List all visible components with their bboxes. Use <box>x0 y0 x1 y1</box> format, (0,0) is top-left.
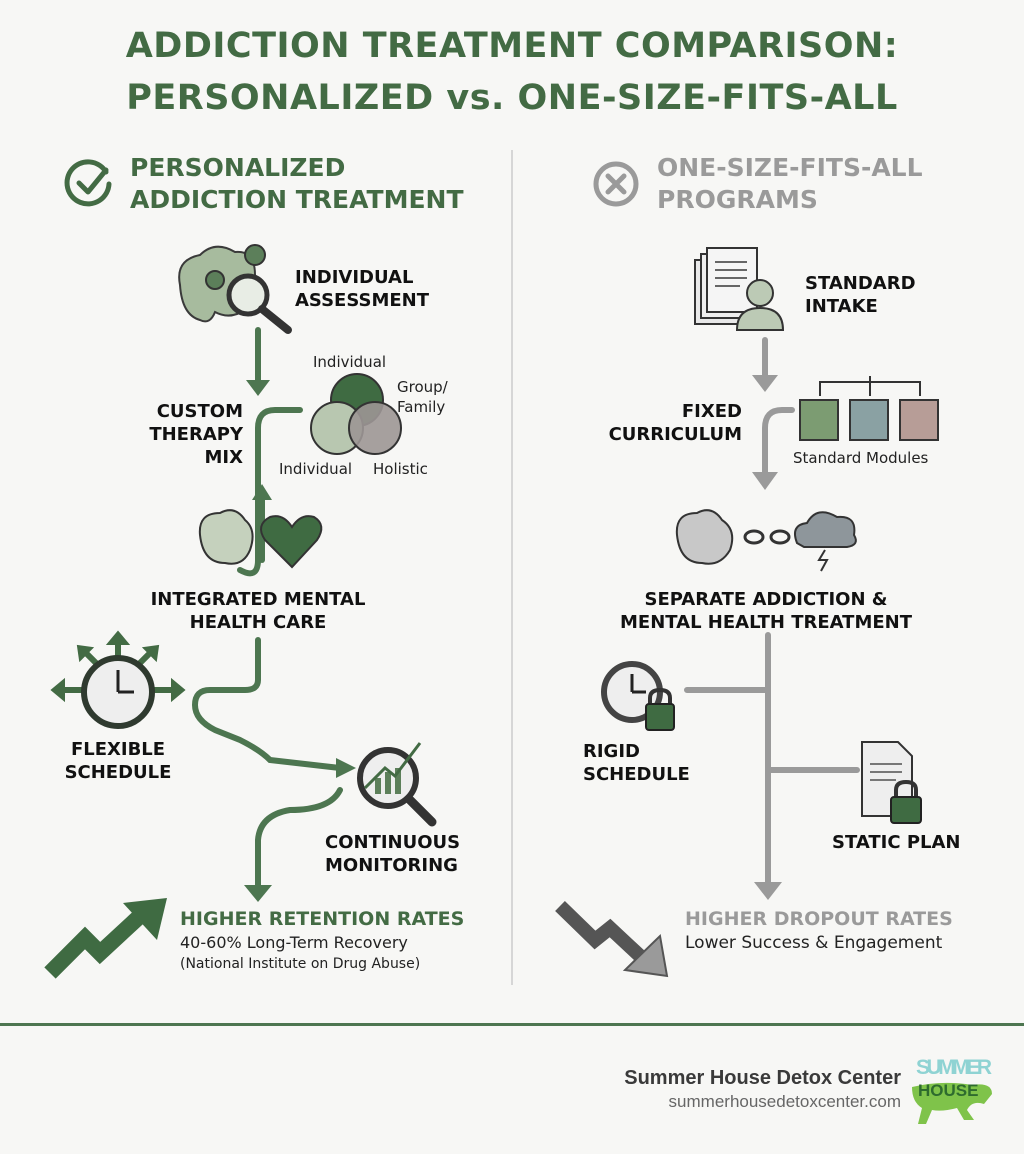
chart-magnifier-icon <box>357 742 437 827</box>
title-line-1: ADDICTION TREATMENT COMPARISON: <box>125 26 899 66</box>
outcome-detail: Lower Success & Engagement <box>685 933 943 953</box>
outcome-title: HIGHER RETENTION RATES <box>180 908 465 930</box>
venn-label-group-family: Group/ Family <box>397 378 448 416</box>
right-outcome: HIGHER DROPOUT RATES Lower Success & Eng… <box>685 907 953 955</box>
brain-gears-magnifier-icon <box>178 244 292 334</box>
step-fixed-curriculum: FIXED CURRICULUM <box>608 401 742 445</box>
step-individual-assessment: INDIVIDUAL ASSESSMENT <box>295 267 430 311</box>
trend-up-arrow-icon <box>44 898 167 979</box>
x-circle-icon <box>593 161 639 207</box>
venn-label-individual-top: Individual <box>313 353 387 371</box>
right-flow-path <box>684 337 860 900</box>
step-rigid-schedule: RIGID SCHEDULE <box>583 741 690 785</box>
outcome-detail: 40-60% Long-Term Recovery <box>180 933 408 952</box>
brain-heart-icon <box>198 509 323 569</box>
summer-house-logo: SUMMER HOUSE <box>912 1056 992 1124</box>
document-lock-icon <box>861 741 922 824</box>
title-line-2: PERSONALIZED vs. ONE-SIZE-FITS-ALL <box>126 78 898 118</box>
venn-diagram-icon <box>310 373 402 455</box>
clock-arrows-icon <box>50 630 186 729</box>
modules-boxes-icon <box>799 376 939 441</box>
venn-label-holistic: Holistic <box>373 460 428 478</box>
check-circle-icon <box>64 159 112 207</box>
left-column-header: PERSONALIZED ADDICTION TREATMENT <box>130 153 464 214</box>
svg-text:SUMMER: SUMMER <box>916 1056 992 1079</box>
footer-company-name: Summer House Detox Center <box>624 1067 901 1089</box>
right-column-header: ONE-SIZE-FITS-ALL PROGRAMS <box>657 153 923 214</box>
step-continuous-monitoring: CONTINUOUS MONITORING <box>325 832 461 876</box>
footer-rule <box>0 1023 1024 1026</box>
standard-modules-label: Standard Modules <box>793 449 929 467</box>
footer-branding: Summer House Detox Center summerhousedet… <box>624 1065 901 1113</box>
column-divider <box>511 150 513 985</box>
documents-person-icon <box>694 247 785 331</box>
page-title: ADDICTION TREATMENT COMPARISON: PERSONAL… <box>0 20 1024 124</box>
step-separate-treatment: SEPARATE ADDICTION & MENTAL HEALTH TREAT… <box>619 589 912 633</box>
trend-down-arrow-icon <box>555 900 669 978</box>
step-static-plan: STATIC PLAN <box>832 832 961 853</box>
outcome-source: (National Institute on Drug Abuse) <box>180 956 421 972</box>
footer-url[interactable]: summerhousedetoxcenter.com <box>668 1092 901 1111</box>
venn-label-individual-bottom: Individual <box>279 460 353 478</box>
outcome-title: HIGHER DROPOUT RATES <box>685 908 953 930</box>
svg-text:HOUSE: HOUSE <box>918 1081 978 1100</box>
step-custom-therapy-mix: CUSTOM THERAPY MIX <box>149 401 243 468</box>
left-outcome: HIGHER RETENTION RATES 40-60% Long-Term … <box>180 907 464 974</box>
step-integrated-mental-health-care: INTEGRATED MENTAL HEALTH CARE <box>150 589 366 633</box>
brain-broken-chain-cloud-icon <box>675 509 857 572</box>
step-standard-intake: STANDARD INTAKE <box>805 273 916 317</box>
clock-lock-icon <box>601 661 675 731</box>
step-flexible-schedule: FLEXIBLE SCHEDULE <box>64 739 172 783</box>
